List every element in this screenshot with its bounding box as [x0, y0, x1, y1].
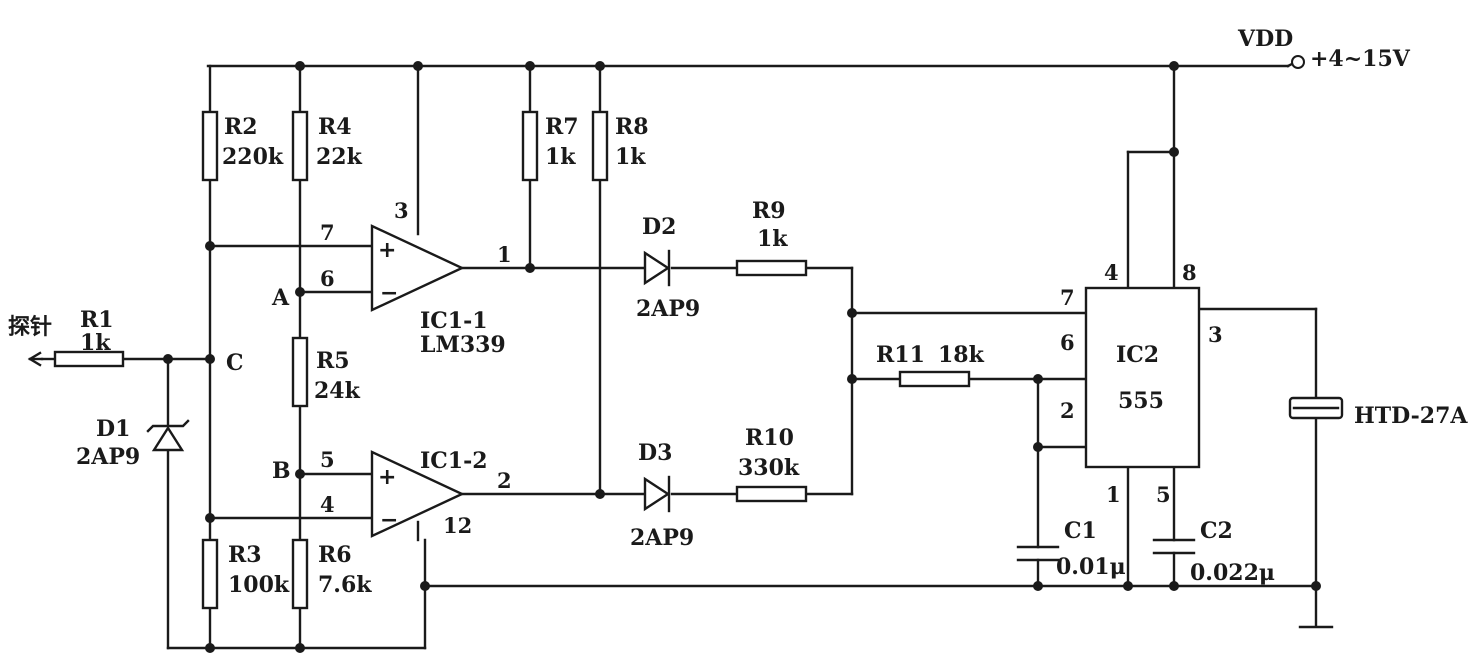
resistor-r6	[291, 538, 309, 610]
r8-ref: R8	[615, 114, 649, 140]
ic1-2-minus-sign: −	[380, 508, 398, 533]
diode-d1	[146, 419, 190, 452]
diode-d3	[643, 475, 671, 513]
ic2-pin-1: 1	[1106, 482, 1121, 507]
r3-ref: R3	[228, 542, 262, 568]
d1-ref: D1	[96, 416, 130, 442]
ic1-1-pin-out: 1	[497, 242, 512, 267]
ic1-1-pin-vcc: 3	[394, 198, 409, 223]
c1-value: 0.01μ	[1056, 554, 1126, 580]
resistor-r3	[201, 538, 219, 610]
resistor-r8	[591, 110, 609, 182]
c2-ref: C2	[1200, 518, 1233, 544]
c1-ref: C1	[1064, 518, 1097, 544]
ic2-pin-2: 2	[1060, 398, 1075, 423]
node-c-label: C	[226, 350, 244, 376]
ic1-1-pin-plus: 7	[320, 220, 335, 245]
ic2-pin-4: 4	[1104, 260, 1119, 285]
r3-value: 100k	[228, 572, 290, 598]
comparator-ic1-2	[370, 450, 465, 538]
ic2-pin-7: 7	[1060, 285, 1075, 310]
ic2-pin-8: 8	[1182, 260, 1197, 285]
resistor-r9	[735, 259, 808, 277]
node-a-label: A	[271, 285, 290, 311]
resistor-r1	[53, 350, 125, 368]
labels: VDD +4~15V 探针 A B C R1 1k R2 220k R3 100…	[8, 26, 1468, 598]
r8-value: 1k	[615, 144, 646, 170]
d1-type: 2AP9	[76, 444, 140, 470]
ic1-1-minus-sign: −	[380, 281, 398, 306]
resistor-r2	[201, 110, 219, 182]
r6-value: 7.6k	[318, 572, 372, 598]
node-b-label: B	[272, 458, 291, 484]
r9-value: 1k	[757, 226, 788, 252]
resistor-r10	[735, 485, 808, 503]
d3-ref: D3	[638, 440, 672, 466]
resistor-r4	[291, 110, 309, 182]
resistor-r11	[898, 370, 971, 388]
ic2-pin-6: 6	[1060, 330, 1075, 355]
d3-type: 2AP9	[630, 525, 694, 551]
probe-label: 探针	[8, 314, 52, 340]
r10-value: 330k	[738, 455, 800, 481]
ic2-ref: IC2	[1116, 342, 1159, 368]
buzzer-htd-27a	[1288, 396, 1344, 420]
r9-ref: R9	[752, 198, 786, 224]
d2-ref: D2	[642, 214, 676, 240]
ic2-pin-5: 5	[1156, 482, 1171, 507]
capacitor-c2	[1152, 538, 1196, 555]
r11-value: 18k	[938, 342, 985, 368]
r2-value: 220k	[222, 144, 284, 170]
r1-ref: R1	[80, 307, 114, 333]
r10-ref: R10	[745, 425, 794, 451]
capacitor-c1	[1016, 545, 1060, 562]
r5-ref: R5	[316, 348, 350, 374]
ic1-1-ref: IC1-1	[420, 308, 488, 334]
probe-terminal	[27, 351, 44, 367]
diode-d2	[643, 249, 671, 287]
ic1-2-pin-plus: 5	[320, 447, 335, 472]
d2-type: 2AP9	[636, 296, 700, 322]
ic1-2-pin-minus: 4	[320, 492, 335, 517]
ic2-pin-3: 3	[1208, 322, 1223, 347]
r4-value: 22k	[316, 144, 363, 170]
resistor-r7	[521, 110, 539, 182]
buzzer-label: HTD-27A	[1354, 403, 1468, 429]
ic1-2-pin-out: 2	[497, 468, 512, 493]
r7-ref: R7	[545, 114, 579, 140]
r11-ref: R11	[876, 342, 925, 368]
junction-dots	[163, 61, 1321, 653]
r5-value: 24k	[314, 378, 361, 404]
ic1-2-plus-sign: +	[378, 465, 396, 490]
r7-value: 1k	[545, 144, 576, 170]
ic1-1-pin-minus: 6	[320, 266, 335, 291]
ic2-part: 555	[1118, 388, 1164, 414]
timer-ic2-body	[1084, 286, 1201, 469]
ic1-1-part: LM339	[420, 332, 506, 358]
r6-ref: R6	[318, 542, 352, 568]
r1-value: 1k	[80, 330, 111, 356]
voltage-label: +4~15V	[1310, 46, 1411, 72]
vdd-terminal	[1286, 55, 1305, 69]
ic1-1-plus-sign: +	[378, 238, 396, 263]
r2-ref: R2	[224, 114, 258, 140]
r4-ref: R4	[318, 114, 352, 140]
vdd-label: VDD	[1237, 26, 1293, 52]
c2-value: 0.022μ	[1190, 560, 1275, 586]
comparator-ic1-1	[370, 224, 465, 312]
resistor-r5	[291, 336, 309, 408]
ic1-2-ref: IC1-2	[420, 448, 488, 474]
ic1-2-pin-gnd: 12	[443, 513, 472, 538]
